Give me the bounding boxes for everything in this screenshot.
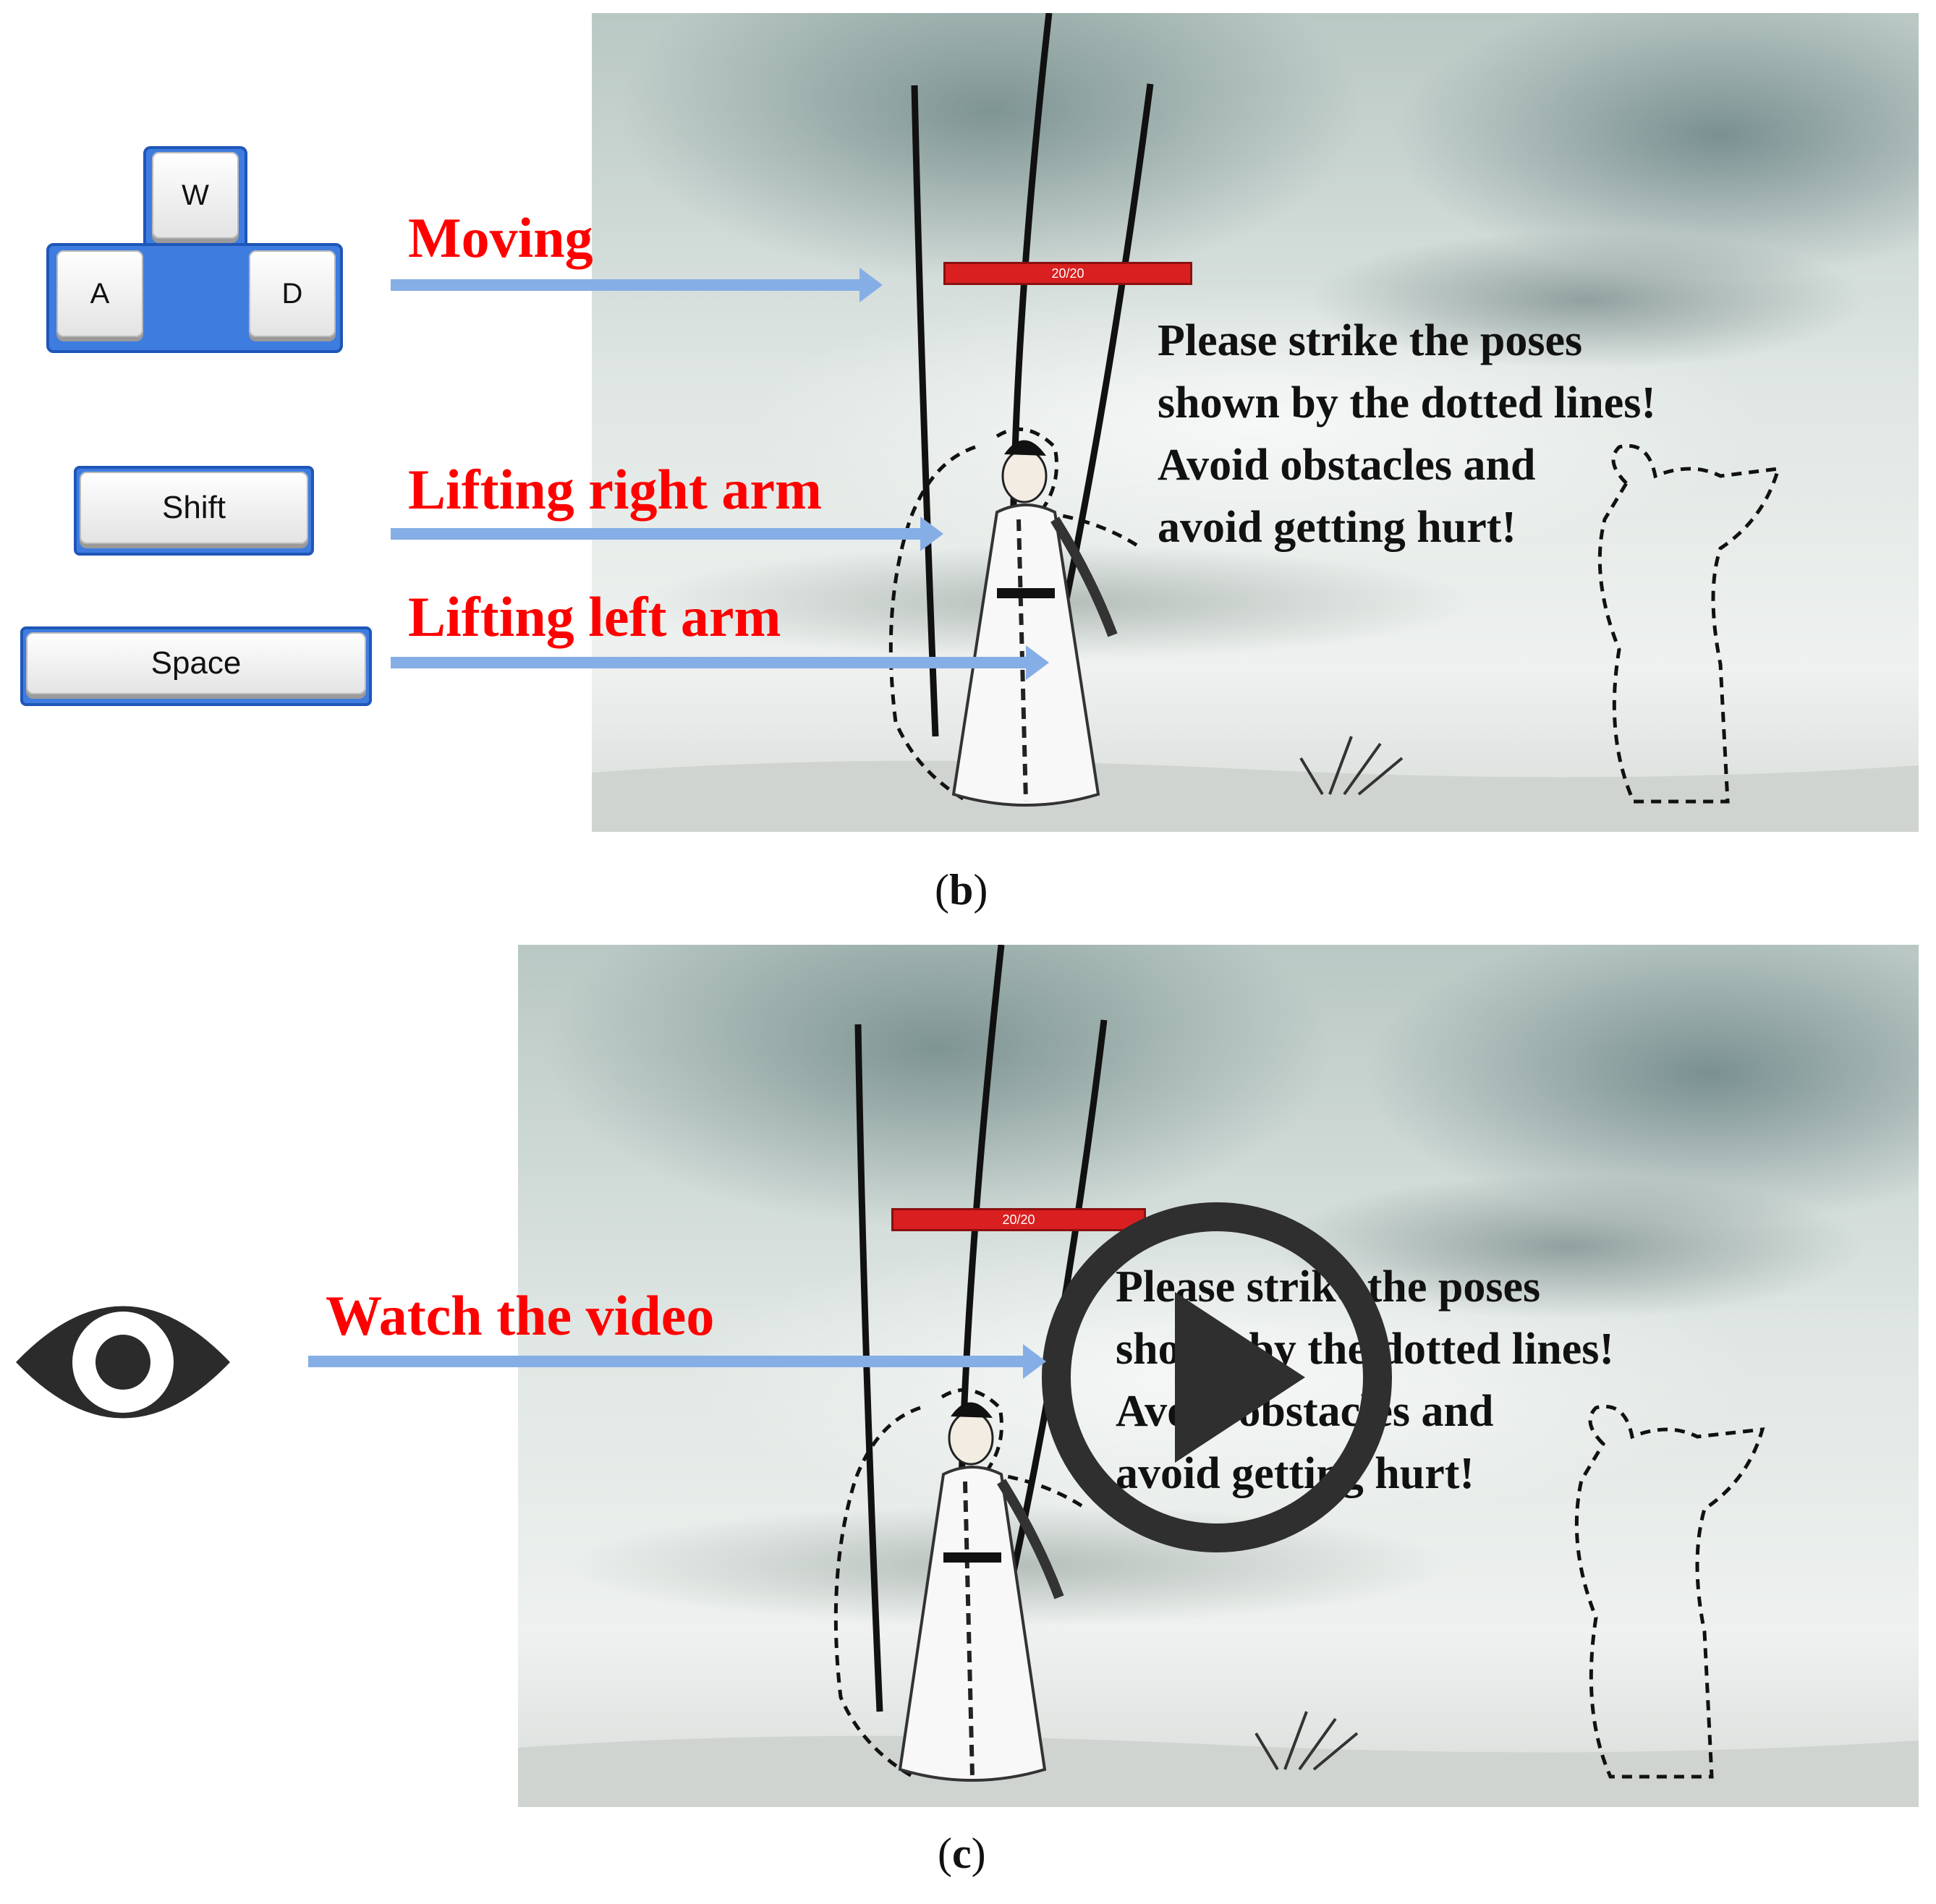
arrow-left-arm bbox=[391, 645, 1049, 680]
arrow-watch-video bbox=[308, 1344, 1046, 1379]
game-scene-c: 20/20 Please strike the poses shown by t… bbox=[518, 945, 1919, 1807]
label-watch-video: Watch the video bbox=[326, 1284, 715, 1347]
instruction-line: avoid getting hurt! bbox=[1158, 503, 1516, 552]
label-moving: Moving bbox=[408, 206, 593, 269]
eye-icon bbox=[16, 1306, 230, 1419]
health-bar: 20/20 bbox=[891, 1208, 1146, 1231]
label-right-arm: Lifting right arm bbox=[408, 458, 822, 521]
instruction-text: Please strike the poses shown by the dot… bbox=[1158, 310, 1656, 558]
play-icon[interactable] bbox=[1037, 1198, 1396, 1557]
arrow-right-arm bbox=[391, 517, 943, 551]
key-shift[interactable]: Shift bbox=[80, 472, 308, 544]
key-space[interactable]: Space bbox=[26, 632, 366, 694]
caption-b: (b) bbox=[935, 866, 988, 914]
instruction-line: Please strike the poses bbox=[1158, 316, 1583, 365]
key-w[interactable]: W bbox=[152, 152, 239, 239]
game-scene-b: 20/20 Please strike the poses shown by t… bbox=[592, 13, 1919, 832]
scene-illustration-c bbox=[518, 945, 1919, 1807]
instruction-line: Avoid obstacles and bbox=[1158, 441, 1536, 490]
key-d[interactable]: D bbox=[249, 250, 336, 337]
key-a[interactable]: A bbox=[56, 250, 143, 337]
arrow-moving bbox=[391, 268, 883, 302]
label-left-arm: Lifting left arm bbox=[408, 585, 781, 648]
health-bar: 20/20 bbox=[943, 262, 1192, 285]
instruction-line: shown by the dotted lines! bbox=[1158, 378, 1656, 428]
caption-c: (c) bbox=[938, 1829, 986, 1877]
